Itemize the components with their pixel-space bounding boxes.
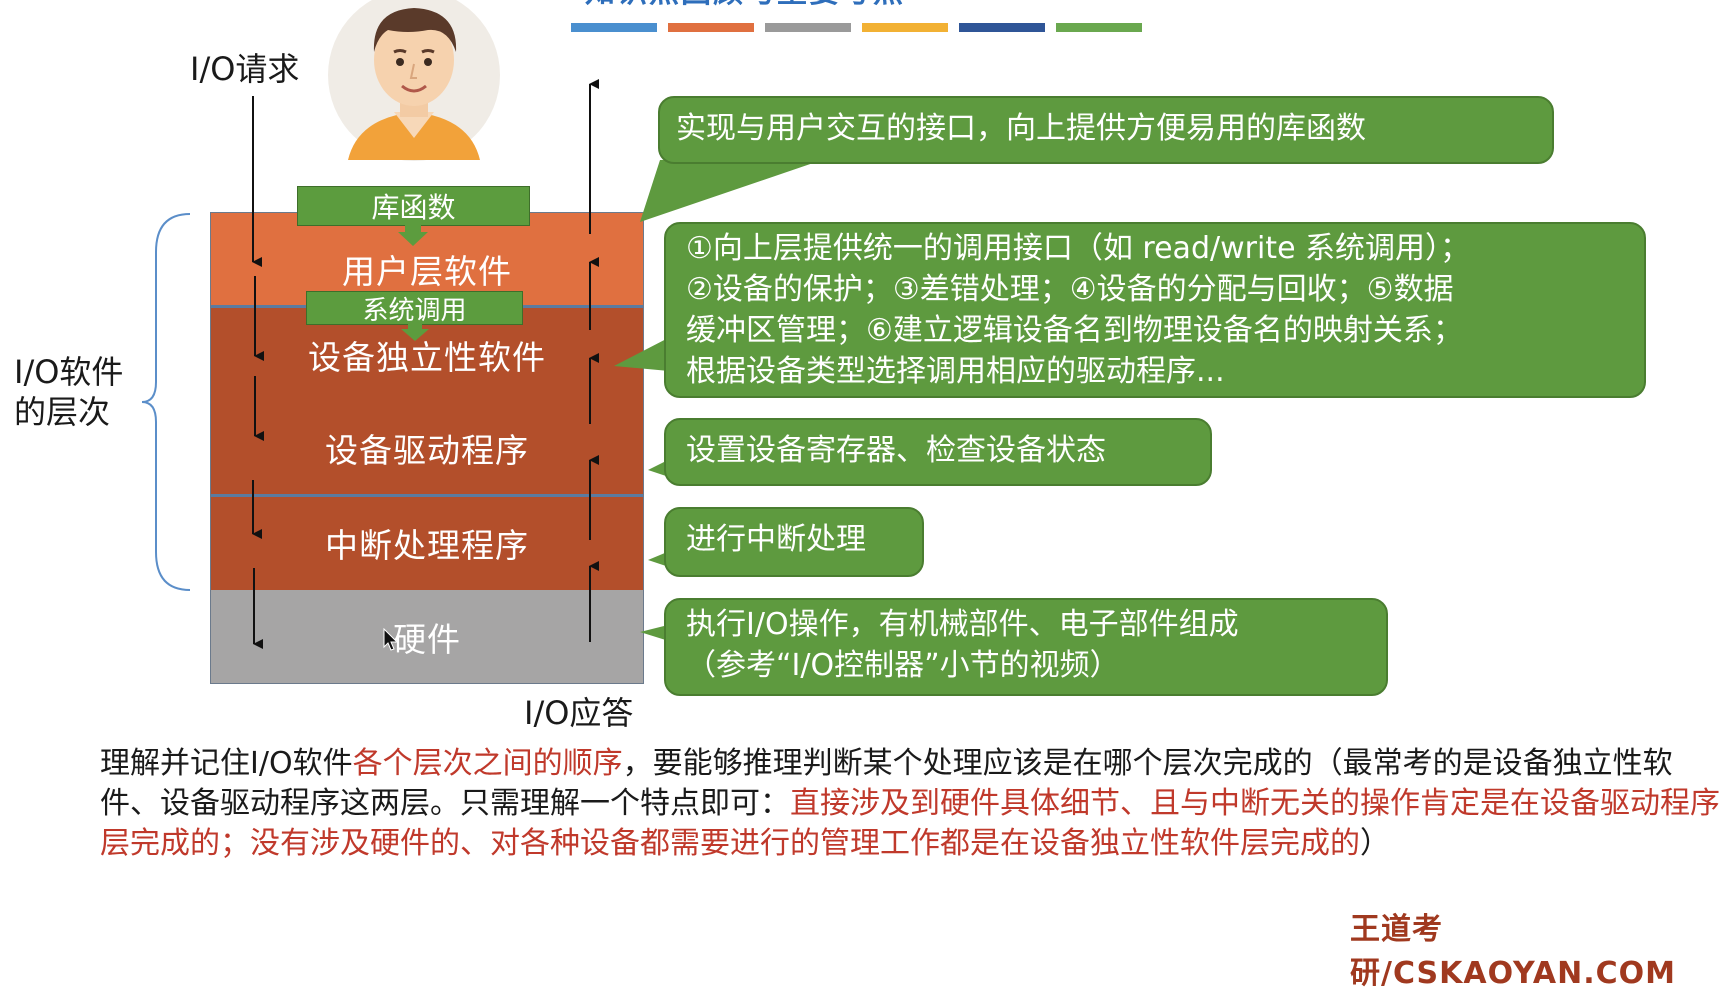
callout-independent-line: ②设备的保护；③差错处理；④设备的分配与回收；⑤数据 — [686, 272, 1454, 307]
layer-hardware: 硬件 — [211, 590, 643, 683]
layer-user-software-label: 用户层软件 — [342, 252, 512, 291]
down-arrow-icon — [401, 323, 429, 341]
callout-hardware-line: 执行I/O操作，有机械部件、电子部件组成 — [686, 607, 1239, 642]
callout-hardware-line: （参考“I/O控制器”小节的视频） — [686, 648, 1120, 683]
callout-device-driver: 设置设备寄存器、检查设备状态 — [664, 418, 1212, 486]
summary-text: ） — [1360, 826, 1390, 861]
page-title: 知识点回顾与重要考点 — [585, 0, 1145, 8]
callout-device-driver-text: 设置设备寄存器、检查设备状态 — [686, 433, 1106, 468]
down-arrow-icon — [398, 224, 428, 246]
io-layers-title: I/O软件 的层次 — [14, 352, 123, 432]
io-response-label: I/O应答 — [524, 694, 634, 732]
brace-icon — [141, 213, 191, 591]
io-request-label: I/O请求 — [190, 50, 300, 88]
layer-device-independent-software: 设备独立性软件 — [211, 307, 643, 495]
summary-highlight: 各个层次之间的顺序 — [352, 746, 623, 781]
title-color-bar — [765, 23, 851, 32]
callout-user-software: 实现与用户交互的接口，向上提供方便易用的库函数 — [658, 96, 1554, 164]
summary-text: 理解并记住I/O软件 — [100, 746, 353, 781]
title-color-bar — [862, 23, 948, 32]
io-layers-title-line2: 的层次 — [14, 393, 111, 431]
summary-paragraph: 理解并记住I/O软件各个层次之间的顺序，要能够推理判断某个处理应该是在哪个层次完… — [100, 744, 1730, 864]
io-layers-title-line1: I/O软件 — [14, 353, 124, 391]
callout-user-software-text: 实现与用户交互的接口，向上提供方便易用的库函数 — [676, 111, 1366, 146]
layer-interrupt-handler: 中断处理程序 — [211, 495, 643, 590]
system-call-label: 系统调用 — [362, 295, 467, 326]
summary-text: ，要能够推理判断某个处理应该是在哪个层次完成的（最常考的 — [622, 746, 1463, 781]
mouse-cursor-icon — [383, 628, 399, 651]
summary-text: 是设备独立性软件、设备驱动程序这两层。只需理解一个特点即可： — [100, 746, 1673, 821]
layer-device-driver-label: 设备驱动程序 — [325, 430, 529, 470]
layer-device-driver: 设备驱动程序 — [211, 400, 643, 495]
library-function-label: 库函数 — [371, 191, 456, 224]
title-color-bar — [668, 23, 754, 32]
callout-independent-line: 缓冲区管理；⑥建立逻辑设备名到物理设备名的映射关系； — [686, 313, 1463, 348]
callout-independent-line: 根据设备类型选择调用相应的驱动程序... — [686, 354, 1225, 389]
title-color-bar — [959, 23, 1045, 32]
callout-hardware: 执行I/O操作，有机械部件、电子部件组成 （参考“I/O控制器”小节的视频） — [664, 598, 1388, 696]
title-color-bar — [571, 23, 657, 32]
callout-interrupt-text: 进行中断处理 — [686, 522, 866, 557]
callout-interrupt-handler: 进行中断处理 — [664, 507, 924, 577]
watermark: 王道考研/CSKAOYAN.COM — [1350, 912, 1676, 991]
flow-arrows — [252, 79, 599, 649]
layer-separator — [211, 494, 643, 497]
title-color-bar — [1056, 23, 1142, 32]
layer-interrupt-handler-label: 中断处理程序 — [325, 525, 529, 565]
callout-independent-line: ①向上层提供统一的调用接口（如 read/write 系统调用）； — [686, 231, 1471, 266]
summary-highlight: 直接涉及到硬件具体细节、且与中断无关的操作肯定是在设备驱动程序层完成的；没有涉及… — [100, 786, 1720, 861]
layer-hardware-label: 硬件 — [393, 619, 461, 659]
callout-device-independent: ①向上层提供统一的调用接口（如 read/write 系统调用）； ②设备的保护… — [664, 222, 1646, 398]
layer-device-independent-label: 设备独立性软件 — [308, 338, 546, 377]
avatar-illustration — [328, 0, 500, 161]
